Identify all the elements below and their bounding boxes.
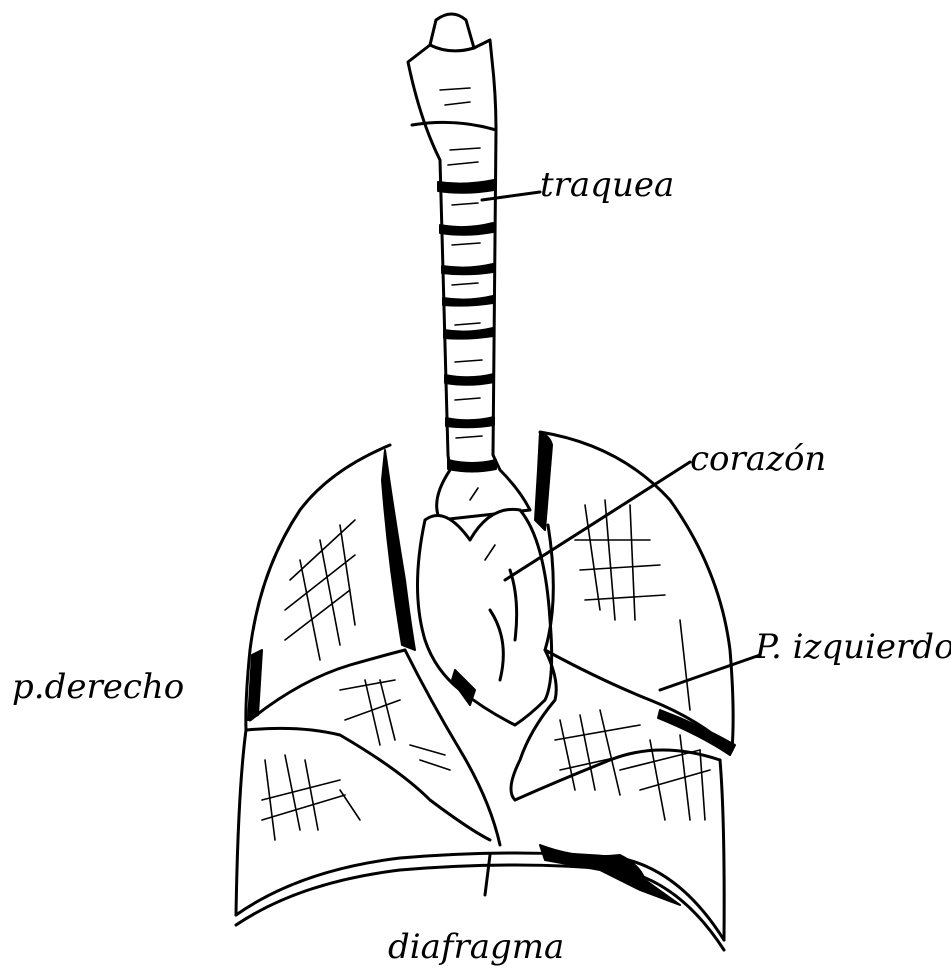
label-left-lung: P. izquierdo	[754, 627, 951, 667]
label-heart: corazón	[690, 439, 826, 479]
label-right-lung: p.derecho	[12, 667, 184, 707]
trachea	[408, 14, 530, 520]
label-trachea: traquea	[540, 165, 674, 205]
label-diaphragm: diafragma	[388, 927, 564, 967]
heart	[418, 488, 552, 725]
